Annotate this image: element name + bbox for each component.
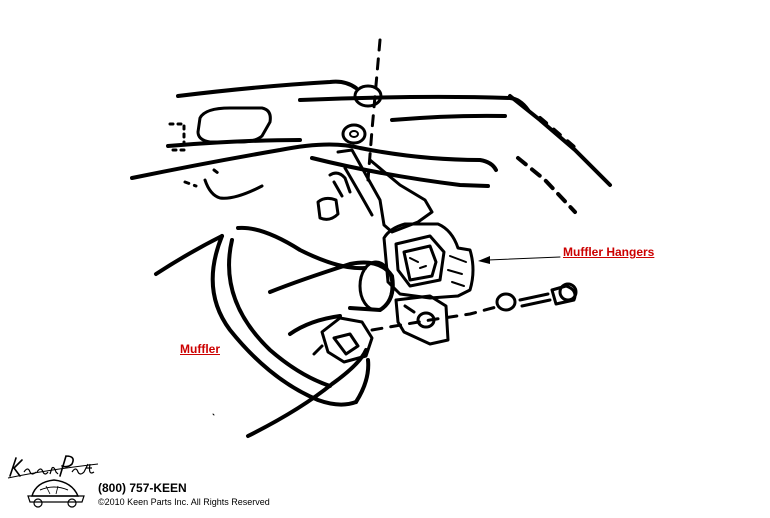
frame-cutout [196,106,272,144]
upper-nut [353,84,383,108]
muffler-hangers-link[interactable]: Muffler Hangers [563,245,655,259]
rail-bracket [203,178,264,200]
muffler-hanger-assembly [382,222,475,300]
lower-bracket [394,294,450,346]
upper-washer-hole [349,130,359,138]
strap-bolt-head [316,196,340,221]
rail-bracket-dashes [183,168,224,188]
right-bolt-head [558,282,578,302]
hanger-strap [336,148,434,234]
muffler-body [154,225,395,438]
hanger-strap-inner [343,166,374,217]
keen-parts-logo [7,455,99,508]
frame-rails [130,79,612,214]
right-nut [495,292,517,312]
frame-cutout-dots [168,122,186,152]
centre-axis-line [366,38,382,182]
bolt-axis-line [370,304,502,332]
muffler-link[interactable]: Muffler [180,342,220,356]
muffler-outlet [358,260,394,312]
phone-number: (800) 757-KEEN [98,481,187,495]
upper-washer [341,123,367,145]
muffler-hangers-leader [478,256,561,264]
muffler-clamp [312,316,374,364]
strap-bolt [328,171,352,198]
right-bolt [518,284,577,308]
faint-mark [212,413,215,416]
copyright-notice: ©2010 Keen Parts Inc. All Rights Reserve… [98,497,270,507]
